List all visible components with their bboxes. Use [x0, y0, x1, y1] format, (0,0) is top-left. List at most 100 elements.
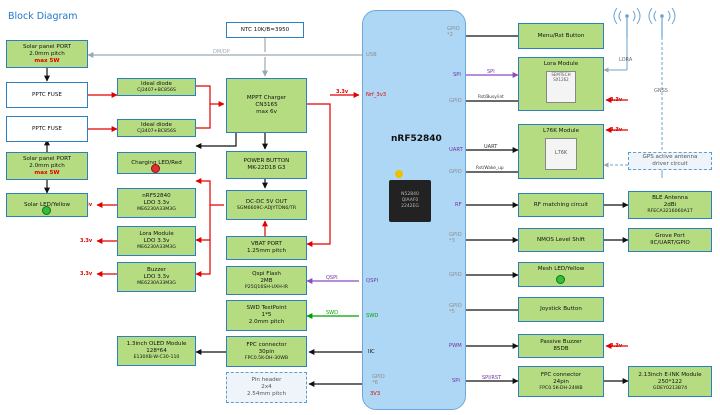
chip-image: N52840 QIAAF0 2242EG — [389, 180, 431, 222]
v33-label-lora-module: 3.3v — [610, 97, 623, 103]
block-line: Passive Buzzer — [540, 339, 582, 345]
block-line: SGM6609C-ADJYTDN6/TR — [236, 205, 297, 211]
mesh-led: Mesh LED/Yellow — [518, 262, 604, 287]
nmos-level-shift: NMOS Level Shift — [518, 228, 604, 252]
block-line: Charging LED/Red — [131, 159, 182, 166]
block-line: GPS active antenna — [642, 154, 698, 160]
passive-buzzer: Passive Buzzer 85DB — [518, 334, 604, 358]
chip-logo — [395, 170, 403, 178]
block-line: PPTC FUSE — [32, 125, 62, 132]
block-line: Joystick Button — [540, 306, 582, 312]
block-line: Solar LED/Yellow — [23, 201, 71, 208]
gnss-antenna-icon — [648, 8, 676, 38]
grove-port: Grove Port IIC/UART/GPIO — [628, 228, 712, 252]
l76k-module: L76K Module L76K — [518, 124, 604, 179]
block-line: max 5W — [34, 169, 60, 176]
menu-rst-button: Menu/Rst Button — [518, 23, 604, 49]
lora-antenna-label: LORA — [619, 57, 633, 63]
block-line: driver circuit — [652, 161, 688, 167]
block-line: Ideal diode — [141, 80, 172, 87]
block-line: RFECA3216060A1T — [647, 209, 693, 214]
lora-module: Lora Module SEMTECH SX1262 — [518, 57, 604, 111]
block-line: 2.0mm pitch — [248, 319, 285, 325]
block-line: ME6230A33M3G — [137, 281, 176, 286]
block-line: Grove Port — [655, 233, 685, 239]
block-line: FPC connector — [246, 341, 287, 348]
ntc-block: NTC 10K/B=3950 — [226, 22, 304, 38]
spi-label: SPI — [487, 69, 495, 75]
l76k-chip-image: L76K — [545, 138, 577, 170]
block-line: max 5W — [34, 57, 60, 64]
charging-led: Charging LED/Red — [117, 152, 196, 174]
led-icon — [42, 206, 51, 215]
vbat-port: VBAT PORT 1.25mm pitch — [226, 236, 307, 260]
block-line: 2MB — [260, 277, 273, 284]
block-line: GDEY0213B74 — [652, 385, 688, 391]
block-line: 250*122 — [657, 378, 683, 385]
block-line: Lora Module — [543, 61, 579, 67]
block-line: 30pin — [258, 348, 275, 355]
block-line: POWER BUTTON — [243, 158, 290, 164]
pin-gpio-mesh: GPIO — [449, 272, 462, 278]
block-line: L76K Module — [542, 128, 580, 134]
v33-label-lora: 3.3v — [80, 238, 93, 244]
swd-label: SWD — [326, 310, 338, 316]
oled-module: 1.3inch OLED Module 128*64 E130XB-W-C30-… — [117, 336, 196, 366]
pin-3v3: 3V3 — [370, 391, 381, 397]
uart-label: UART — [484, 144, 498, 150]
pin-header: Pin header 2x4 2.54mm pitch — [226, 372, 307, 403]
block-line: Menu/Rst Button — [537, 32, 585, 39]
lora-chip-image: SEMTECH SX1262 — [546, 71, 576, 103]
block-line: MPPT Charger — [246, 95, 287, 101]
block-line: BLE Antenna — [652, 195, 688, 201]
ideal-diode-1: Ideal diode CJ3407+BC856S — [117, 78, 196, 96]
block-line: IIC/UART/GPIO — [650, 240, 690, 246]
block-line: 2dBi — [663, 202, 677, 208]
pin-gpio-gps: GPIO — [449, 169, 462, 175]
rf-matching: RF matching circuit — [518, 193, 604, 217]
block-line: 2.54mm pitch — [246, 391, 287, 397]
block-line: PPTC FUSE — [32, 91, 62, 98]
solar-port-1: Solar panel PORT 2.0mm pitch max 5W — [6, 40, 88, 68]
block-line: 85DB — [553, 346, 569, 352]
block-line: 2.0mm pitch — [29, 50, 65, 57]
dcdc-block: DC-DC 5V OUT SGM6609C-ADJYTDN6/TR — [226, 190, 307, 220]
block-line: RF matching circuit — [533, 201, 589, 208]
pin-uart: UART — [449, 147, 463, 153]
joystick-button: Joystick Button — [518, 297, 604, 322]
power-button: POWER BUTTON MK-22D18 G3 — [226, 151, 307, 179]
chip-line: SX1262 — [553, 77, 569, 82]
swd-testpoint: SWD TestPoint 1*5 2.0mm pitch — [226, 300, 307, 331]
pin-gpio3: GPIO *3 — [449, 232, 462, 244]
rst-busy-int-label: Rst/Busy/int — [478, 95, 504, 100]
block-line: FPC0.5K-DH-24WB — [539, 385, 583, 391]
pin-gpio6: GPIO *6 — [372, 374, 385, 386]
chip-line: SEMTECH — [551, 72, 571, 77]
block-line: Pin header — [251, 377, 282, 383]
ldo-buzzer: Buzzer LDO 3.3v ME6230A33M3G — [117, 262, 196, 292]
block-line: 1*5 — [261, 312, 272, 318]
block-line: LDO 3.3v — [143, 238, 170, 244]
ldo-lora: Lora Module LDO 3.3v ME6230A33M3G — [117, 226, 196, 256]
pin-gpio-lora: GPIO — [449, 98, 462, 104]
block-line: CJ3407+BC856S — [137, 87, 176, 93]
block-line: E130XB-W-C30-110 — [133, 355, 180, 360]
pin-gpio5: GPIO *5 — [449, 303, 462, 315]
chip-line: L76K — [554, 150, 568, 156]
diagram-title: Block Diagram — [8, 11, 78, 22]
dm-dp-label: DM/DP — [213, 49, 230, 55]
block-line: SWD TestPoint — [246, 305, 287, 311]
mcu-name: nRF52840 — [391, 134, 442, 144]
block-line: FPC connector — [540, 371, 582, 378]
pin-swd: SWD — [366, 313, 379, 319]
block-line: DC-DC 5V OUT — [245, 198, 288, 205]
block-line: Buzzer — [147, 267, 166, 273]
block-line: 2x4 — [261, 384, 272, 390]
block-line: 2.13inch E-INK Module — [638, 371, 702, 378]
block-line: 1.25mm pitch — [246, 248, 287, 254]
block-line: VBAT PORT — [251, 241, 282, 247]
led-icon — [556, 275, 565, 284]
block-line: Qspi Flash — [252, 270, 281, 277]
v33-label-l76k: 3.3v — [610, 127, 623, 133]
